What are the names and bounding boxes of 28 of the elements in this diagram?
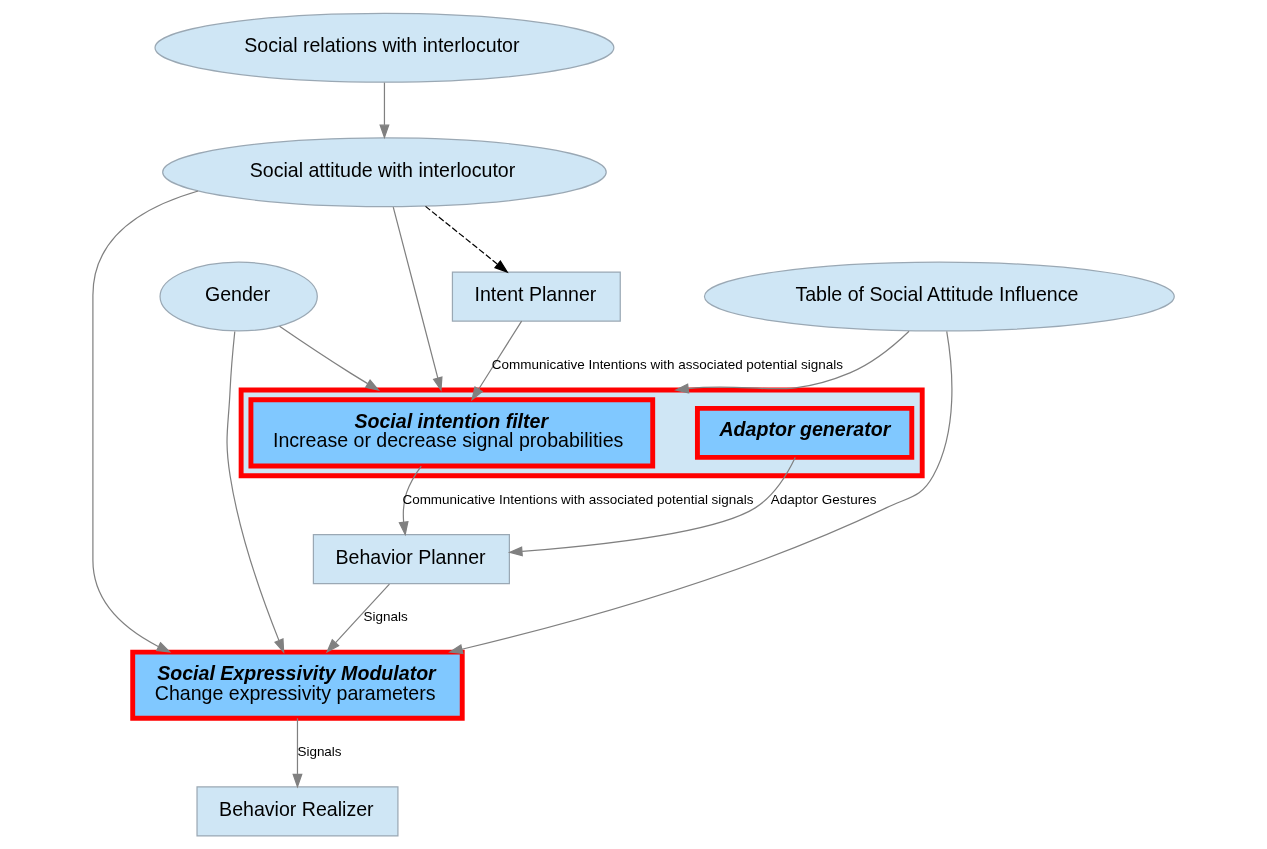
node-box: Social Expressivity Modulator Change expressivity parameters xyxy=(130,649,465,721)
arrow xyxy=(448,330,953,655)
arrow xyxy=(292,717,303,789)
node-box: Behavior Planner xyxy=(312,533,510,585)
node-ellipse: Social attitude with interlocutor xyxy=(162,137,607,208)
node-ellipse: Table of Social Attitude Influence xyxy=(703,261,1175,332)
arrow xyxy=(379,82,390,140)
node-box: Behavior Realizer xyxy=(196,786,399,837)
node-box: Intent Planner xyxy=(451,271,621,322)
arrow xyxy=(398,465,422,537)
edge-label: Communicative Intentions with associated potential signals xyxy=(402,491,754,507)
node-box: Adaptor generator xyxy=(694,405,915,460)
arrow xyxy=(92,190,199,653)
arrow xyxy=(674,330,910,394)
node-ellipse: Gender xyxy=(159,261,318,332)
edge-label: Adaptor Gestures xyxy=(770,491,877,507)
arrow xyxy=(226,330,285,654)
edge-label: Communicative Intentions with associated potential signals xyxy=(491,356,843,372)
arrow xyxy=(278,325,380,391)
edge-label: Signals xyxy=(297,744,342,760)
arrow xyxy=(325,583,391,654)
arrow xyxy=(424,205,509,274)
node-box: Social intention filter Increase or decrease signal probabilities xyxy=(248,397,656,469)
arrow xyxy=(507,456,796,557)
node-ellipse: Social relations with interlocutor xyxy=(154,12,615,83)
arrow xyxy=(471,320,523,402)
edge-label: Signals xyxy=(363,609,408,625)
arrow xyxy=(392,206,443,392)
